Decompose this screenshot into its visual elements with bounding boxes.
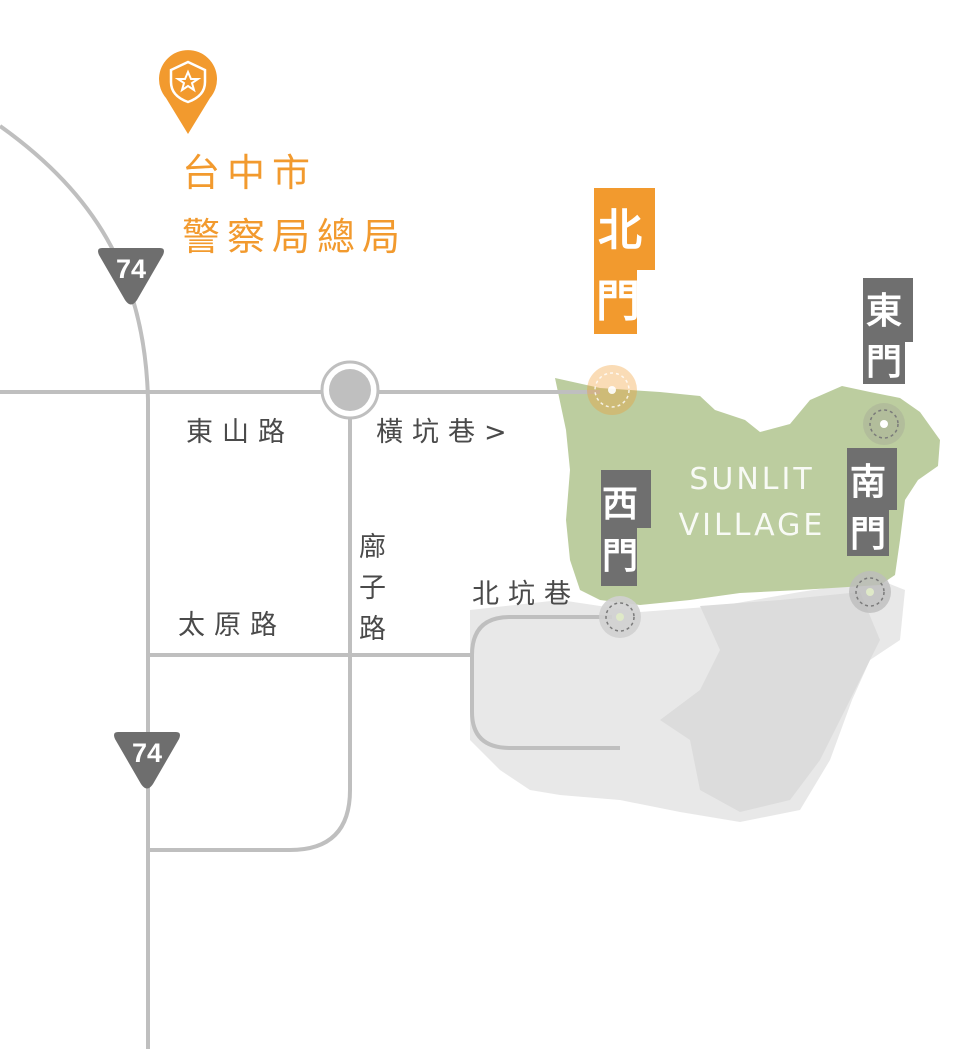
west-gate-label-1: 西 xyxy=(602,484,638,525)
south-gate-marker[interactable] xyxy=(849,571,891,613)
north-gate-label-2: 門 xyxy=(596,276,640,327)
beigang-lane-label: 北坑巷 xyxy=(472,579,580,610)
south-gate-label-2: 門 xyxy=(850,514,886,555)
highway-74-road xyxy=(0,124,150,1049)
beigang-lane xyxy=(470,615,620,750)
north-gate-tag: 北 門 xyxy=(594,188,655,334)
east-gate-marker[interactable] xyxy=(863,403,905,445)
east-gate-tag: 東 門 xyxy=(863,278,913,384)
langzi-road xyxy=(148,392,352,852)
south-gate-tag: 南 門 xyxy=(847,448,897,556)
roundabout-inner xyxy=(329,369,371,411)
dongshan-road-label: 東山路 xyxy=(186,417,294,448)
henggang-lane-label: 橫坑巷> xyxy=(376,417,516,448)
west-gate-tag: 西 門 xyxy=(601,470,651,586)
south-gate-label-1: 南 xyxy=(850,462,886,503)
west-gate-marker[interactable] xyxy=(599,596,641,638)
north-gate-marker[interactable] xyxy=(587,365,637,415)
west-gate-label-2: 門 xyxy=(602,536,638,577)
highway-shield-bottom: 74 xyxy=(114,732,180,789)
taiyuan-road-label: 太原路 xyxy=(178,610,286,641)
village-name-line1: SUNLIT xyxy=(689,462,814,497)
terrain-dark xyxy=(660,592,880,812)
langzi-road-label-3: 路 xyxy=(359,614,386,645)
highway-number-bottom: 74 xyxy=(132,738,162,768)
village-name-line2: VILLAGE xyxy=(679,508,826,543)
police-badge-pin-icon[interactable] xyxy=(159,50,217,134)
langzi-road-label-2: 子 xyxy=(359,573,386,604)
east-gate-label-1: 東 xyxy=(866,291,902,332)
police-hq-label-line2: 警察局總局 xyxy=(182,215,407,259)
village-inlet xyxy=(770,405,800,418)
sunlit-village-area xyxy=(555,378,940,605)
police-hq-label-line1: 台中市 xyxy=(182,151,317,195)
highway-number-top: 74 xyxy=(116,254,146,284)
road-network xyxy=(0,124,620,1049)
highway-shield-top: 74 xyxy=(98,248,164,305)
north-gate-label-1: 北 xyxy=(598,205,642,256)
east-gate-label-2: 門 xyxy=(866,342,902,383)
langzi-road-label-1: 廍 xyxy=(359,532,386,563)
